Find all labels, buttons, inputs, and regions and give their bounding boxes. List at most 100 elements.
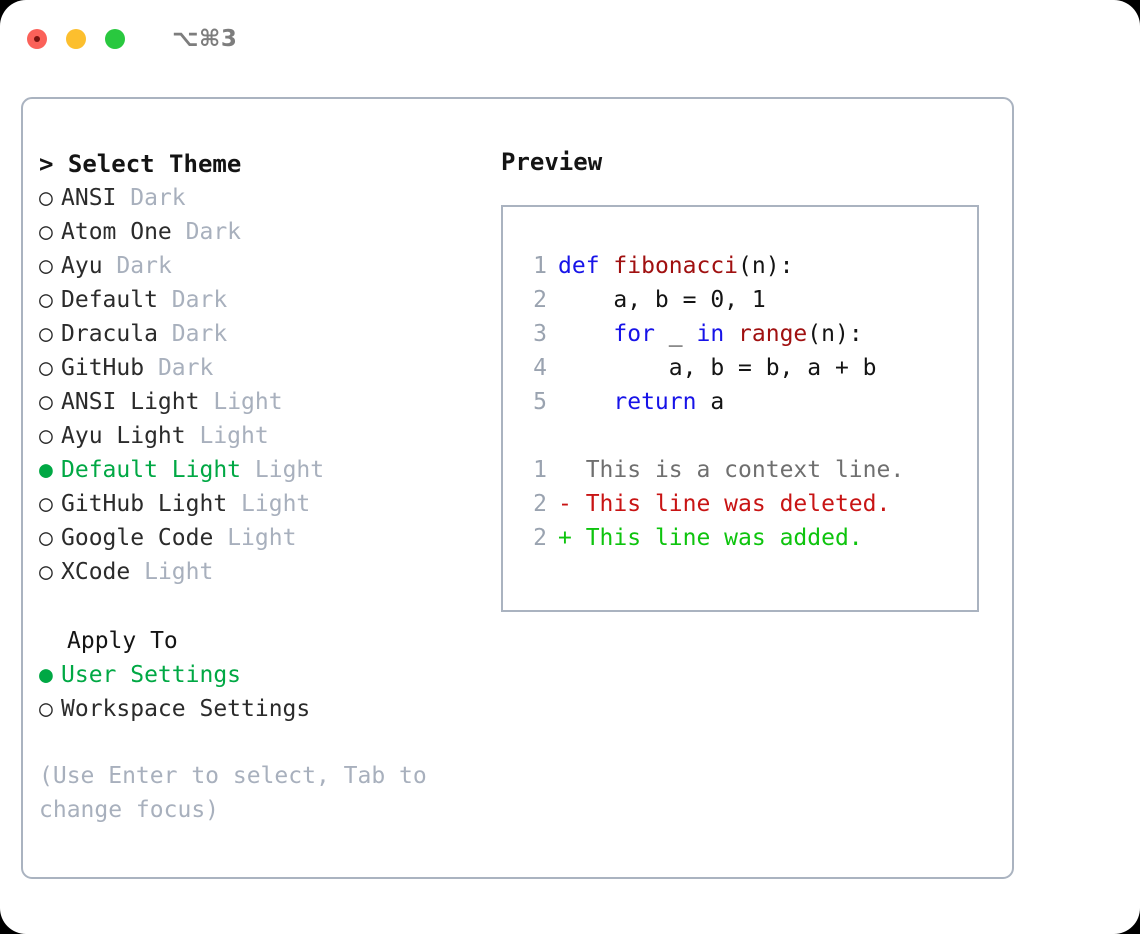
- theme-options-container: ○ ANSI Dark ○ Atom One Dark ○ Ayu Dark ○ Defaul…: [39, 181, 499, 589]
- diff-line: 2 + This line was added.: [519, 521, 904, 555]
- code-token: in: [696, 321, 725, 347]
- code-token: def: [558, 253, 600, 279]
- line-number: 2: [533, 287, 547, 313]
- code-token: a: [696, 389, 725, 415]
- theme-option-default-light[interactable]: ●Default Light Light: [39, 453, 499, 487]
- code-token: for: [613, 321, 655, 347]
- zoom-button[interactable]: [105, 29, 125, 49]
- theme-option-variant: Light: [144, 559, 214, 585]
- code-token: [600, 253, 614, 279]
- apply-to-option-label: Workspace Settings: [61, 696, 311, 722]
- theme-option-variant: Light: [213, 389, 283, 415]
- theme-list-header: > Select Theme: [39, 150, 242, 178]
- diff-text: This line was added.: [571, 525, 863, 551]
- theme-option-github[interactable]: ○ GitHub Dark: [39, 351, 499, 385]
- theme-option-ayu-light[interactable]: ○ Ayu Light Light: [39, 419, 499, 453]
- code-token: a, b = b, a + b: [558, 355, 877, 381]
- diff-text: This is a context line.: [571, 457, 905, 483]
- apply-to-section: Apply To ● User Settings ○Workspace Settin…: [39, 624, 499, 726]
- radio-unselected-icon: ○: [39, 423, 53, 449]
- code-line: 2 a, b = 0, 1: [519, 283, 904, 317]
- code-line: 3 for _ in range(n):: [519, 317, 904, 351]
- diff-line: 2- This line was deleted.: [519, 487, 904, 521]
- theme-option-variant: Dark: [130, 185, 186, 211]
- theme-option-github-light[interactable]: ○GitHub Light Light: [39, 487, 499, 521]
- theme-option-label: Ayu: [61, 253, 103, 279]
- code-token: fibonacci: [613, 253, 739, 279]
- theme-picker-panel: > Select Theme ○ANSI Dark○Atom One Dark○…: [21, 97, 1014, 879]
- code-token: [558, 389, 613, 415]
- theme-option-label: Default Light: [61, 457, 242, 483]
- theme-option-label: XCode: [61, 559, 131, 585]
- radio-unselected-icon: ○: [39, 253, 53, 279]
- close-button[interactable]: [27, 29, 47, 49]
- apply-to-title: Apply To: [67, 628, 178, 654]
- radio-unselected-icon: ○: [39, 321, 53, 347]
- code-token: (n):: [738, 253, 794, 279]
- line-number: 1: [533, 457, 547, 483]
- keyboard-shortcut-label: ⌥⌘3: [172, 26, 238, 52]
- theme-option-variant: Light: [199, 423, 269, 449]
- line-number: 4: [533, 355, 547, 381]
- code-token: a, b = 0, 1: [558, 287, 766, 313]
- theme-option-label: GitHub: [61, 355, 145, 381]
- theme-option-dracula[interactable]: ○ Dracula Dark: [39, 317, 499, 351]
- diff-marker: +: [558, 525, 572, 551]
- code-token: _: [654, 321, 697, 347]
- theme-option-default[interactable]: ○ Default Dark: [39, 283, 499, 317]
- radio-unselected-icon: ○: [39, 185, 53, 211]
- theme-option-atom-one[interactable]: ○ Atom One Dark: [39, 215, 499, 249]
- code-blank-line: [519, 419, 904, 453]
- theme-option-xcode[interactable]: ○ XCode Light: [39, 555, 499, 589]
- theme-option-variant: Dark: [157, 355, 214, 381]
- radio-unselected-icon: ○: [39, 559, 53, 585]
- apply-to-option-user-settings[interactable]: ● User Settings: [39, 658, 499, 692]
- code-token: (n):: [807, 321, 863, 347]
- code-line: 5 return a: [519, 385, 904, 419]
- radio-unselected-icon: ○: [39, 389, 53, 415]
- theme-option-variant: Dark: [171, 287, 228, 313]
- theme-option-label: ANSI Light: [61, 389, 200, 415]
- theme-list: > Select Theme ○ANSI Dark○Atom One Dark○…: [39, 147, 499, 589]
- title-bar: ⌥⌘3: [0, 0, 1140, 78]
- code-token: return: [613, 389, 697, 415]
- radio-selected-icon: ●: [39, 662, 53, 688]
- theme-option-ansi[interactable]: ○ ANSI Dark: [39, 181, 499, 215]
- theme-option-variant: Dark: [116, 253, 172, 279]
- theme-option-google-code[interactable]: ○Google Code Light: [39, 521, 499, 555]
- diff-marker: [558, 457, 572, 483]
- radio-selected-icon: ●: [39, 457, 53, 483]
- radio-unselected-icon: ○: [39, 525, 53, 551]
- diff-text: This line was deleted.: [571, 491, 891, 517]
- theme-option-ansi-light[interactable]: ○ ANSI Light Light: [39, 385, 499, 419]
- minimize-button[interactable]: [66, 29, 86, 49]
- diff-marker: -: [558, 491, 572, 517]
- theme-option-variant: Light: [227, 525, 297, 551]
- radio-unselected-icon: ○: [39, 355, 53, 381]
- code-token: [558, 321, 613, 347]
- apply-to-option-label: User Settings: [61, 662, 242, 688]
- radio-unselected-icon: ○: [39, 287, 53, 313]
- radio-unselected-icon: ○: [39, 219, 53, 245]
- radio-unselected-icon: ○: [39, 491, 53, 517]
- theme-option-variant: Dark: [185, 219, 242, 245]
- theme-option-label: Dracula: [61, 321, 158, 347]
- code-line: 4 a, b = b, a + b: [519, 351, 904, 385]
- apply-to-options-container: ● User Settings ○Workspace Settings: [39, 658, 499, 726]
- line-number: 2: [533, 491, 547, 517]
- line-number: 5: [533, 389, 547, 415]
- theme-option-label: Atom One: [61, 219, 172, 245]
- apply-to-option-workspace-settings[interactable]: ○Workspace Settings: [39, 692, 499, 726]
- line-number: 3: [533, 321, 547, 347]
- theme-option-variant: Dark: [171, 321, 228, 347]
- theme-option-label: Ayu Light: [61, 423, 186, 449]
- theme-option-ayu[interactable]: ○ Ayu Dark: [39, 249, 499, 283]
- keyboard-hint-text: (Use Enter to select, Tab to change focu…: [39, 763, 427, 823]
- theme-option-label: Default: [61, 287, 158, 313]
- code-token: range: [738, 321, 808, 347]
- line-number: 2: [533, 525, 547, 551]
- theme-option-label: ANSI: [61, 185, 117, 211]
- code-token: [724, 321, 738, 347]
